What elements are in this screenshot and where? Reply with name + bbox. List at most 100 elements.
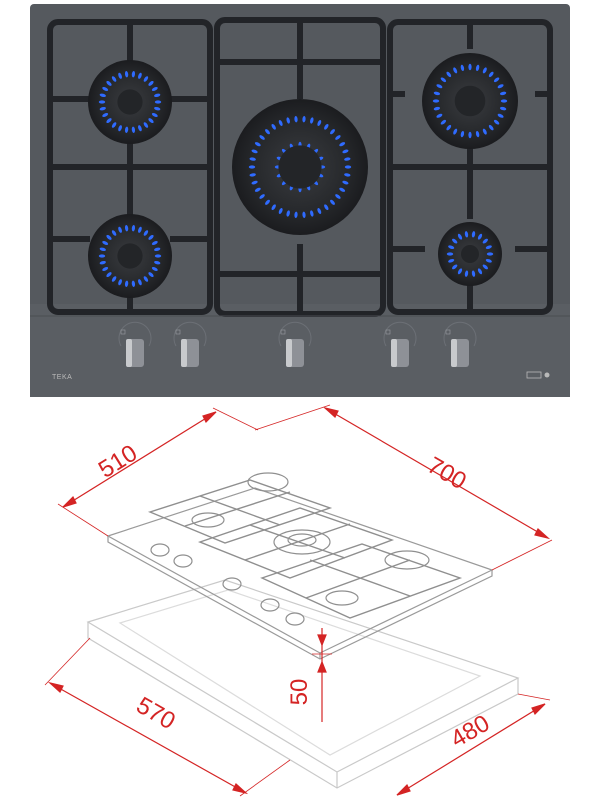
flame-icon [500, 99, 508, 103]
control-knob-2[interactable] [173, 321, 207, 367]
flame-icon [448, 258, 455, 263]
flame-icon [254, 142, 261, 147]
flame-icon [317, 208, 322, 214]
flame-icon [98, 100, 106, 104]
flame-icon [111, 76, 117, 82]
flame-icon [148, 118, 154, 124]
burner-4 [422, 53, 518, 149]
flame-icon [151, 240, 158, 246]
flame-icon [310, 117, 314, 124]
flame-icon [452, 238, 458, 244]
flame-icon [106, 118, 112, 124]
flame-icon [249, 173, 256, 177]
flame-icon [468, 63, 472, 71]
flame-icon [251, 149, 258, 154]
flame-icon [330, 129, 335, 135]
flame-icon [475, 64, 480, 72]
flame-icon [335, 194, 341, 199]
flame-icon [131, 280, 136, 287]
flame-icon [151, 112, 158, 118]
flame-icon [471, 270, 476, 277]
flame-icon [124, 225, 129, 232]
flame-icon [452, 264, 458, 270]
flame-icon [118, 279, 122, 286]
flame-icon [111, 122, 117, 128]
flame-icon [138, 72, 142, 79]
flame-icon [154, 247, 161, 252]
flame-icon [286, 210, 290, 217]
flame-icon [497, 113, 504, 118]
flame-icon [286, 117, 290, 124]
flame-icon [436, 84, 443, 89]
flame-icon [497, 84, 504, 89]
flame-icon [106, 234, 112, 240]
flame-icon [278, 120, 283, 126]
flame-icon [151, 266, 158, 272]
flame-icon [102, 112, 109, 118]
flame-icon [433, 91, 441, 96]
flame-icon [138, 279, 142, 286]
flame-icon [138, 125, 142, 132]
flame-icon [131, 71, 136, 78]
drawing-knob-5 [285, 612, 305, 626]
flame-icon [475, 130, 480, 138]
flame-icon [324, 204, 329, 211]
drawing-burners [191, 472, 430, 606]
flame-icon [99, 93, 106, 98]
flame-icon [499, 91, 507, 96]
cutout-slab [86, 579, 520, 789]
flame-icon [271, 204, 276, 211]
burner-2 [88, 214, 172, 298]
control-knob-3[interactable] [278, 321, 312, 367]
flame-icon [148, 272, 154, 278]
flame-icon [335, 135, 341, 140]
flame-icon [330, 199, 335, 205]
dimension-height [312, 628, 332, 722]
flame-icon [477, 233, 483, 240]
flame-icon [342, 149, 349, 154]
flame-icon [464, 270, 469, 277]
flame-icon [302, 211, 306, 218]
flame-icon [499, 106, 507, 111]
control-knob-4[interactable] [383, 321, 417, 367]
energy-label-icon [526, 371, 550, 379]
flame-icon [482, 264, 488, 270]
flame-icon [143, 122, 149, 128]
flame-icon [124, 71, 129, 78]
flame-icon [143, 276, 149, 282]
flame-icon [485, 245, 492, 250]
flame-icon [440, 77, 447, 83]
flame-icon [102, 86, 109, 92]
flame-icon [154, 106, 161, 111]
flame-icon [143, 230, 149, 236]
drawing-knob-4 [260, 598, 280, 612]
flame-icon [493, 77, 500, 83]
dimension-cutout-width [44, 637, 291, 797]
flame-icon [342, 180, 349, 185]
drawing-knob-3 [222, 577, 242, 591]
flame-icon [131, 225, 136, 232]
flame-icon [154, 100, 162, 104]
flame-icon [124, 280, 129, 287]
flame-icon [339, 142, 346, 147]
burner-5 [438, 222, 502, 286]
flame-icon [344, 165, 352, 169]
flame-icon [118, 125, 122, 132]
control-knob-1[interactable] [118, 321, 152, 367]
flame-icon [265, 129, 270, 135]
flame-icon [99, 247, 106, 252]
flame-icon [471, 231, 476, 238]
flame-icon [98, 254, 106, 258]
flame-icon [124, 126, 129, 133]
flame-icon [154, 254, 162, 258]
control-knob-5[interactable] [443, 321, 477, 367]
flame-icon [259, 135, 265, 140]
flame-icon [432, 99, 440, 103]
flame-icon [99, 260, 106, 265]
flame-icon [102, 240, 109, 246]
flame-icon [148, 80, 154, 86]
flame-icon [259, 194, 265, 199]
flame-icon [482, 238, 488, 244]
flame-icon [433, 106, 441, 111]
flame-icon [446, 71, 452, 78]
